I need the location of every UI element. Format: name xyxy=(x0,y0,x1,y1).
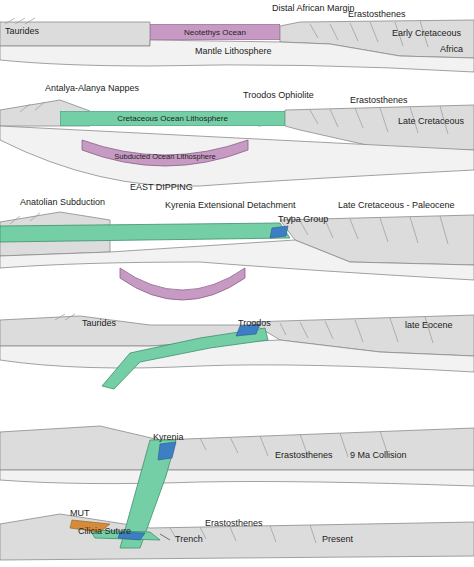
section-label: Kyrenia Extensional Detachment xyxy=(165,200,296,210)
section-label: Erastosthenes xyxy=(205,518,263,528)
section-label: Kyrenia xyxy=(153,432,184,442)
ocean-band: Neotethys Ocean xyxy=(150,24,280,40)
section-label: Africa xyxy=(440,44,463,54)
section-label: Late Cretaceous xyxy=(398,116,464,126)
section-label: Antalya-Alanya Nappes xyxy=(45,83,139,93)
section-label: Troodos xyxy=(238,318,271,328)
ocean-band: Cretaceous Ocean Lithosphere xyxy=(60,111,285,126)
section-label: Anatolian Subduction xyxy=(20,197,105,207)
section-label: EAST DIPPING xyxy=(130,182,193,192)
subducted-slab: Subducted Ocean Lithosphere xyxy=(80,138,250,178)
section-label: Troodos Ophiolite xyxy=(243,90,314,100)
section-label: Late Cretaceous - Paleocene xyxy=(338,200,455,210)
band-label: Neotethys Ocean xyxy=(184,28,246,37)
section-label: 9 Ma Collision xyxy=(350,450,407,460)
band-label: Subducted Ocean Lithosphere xyxy=(114,152,215,161)
section-label: Erastosthenes xyxy=(348,9,406,19)
section-label: Taurides xyxy=(82,318,116,328)
section-label: MUT xyxy=(70,508,90,518)
section-label: Taurides xyxy=(5,26,39,36)
band-label: Cretaceous Ocean Lithosphere xyxy=(117,114,228,123)
section-label: Distal African Margin xyxy=(272,3,355,13)
section-label: late Eocene xyxy=(405,320,453,330)
section-label: Trench xyxy=(175,534,203,544)
section-label: Early Cretaceous xyxy=(392,28,461,38)
section-label: Trypa Group xyxy=(278,214,328,224)
section-label: Erastosthenes xyxy=(350,95,408,105)
section-label: Erastosthenes xyxy=(275,450,333,460)
section-label: Mantle Lithosphere xyxy=(195,46,272,56)
section-label: Present xyxy=(322,534,353,544)
section-label: Cilicia Suture xyxy=(78,526,131,536)
